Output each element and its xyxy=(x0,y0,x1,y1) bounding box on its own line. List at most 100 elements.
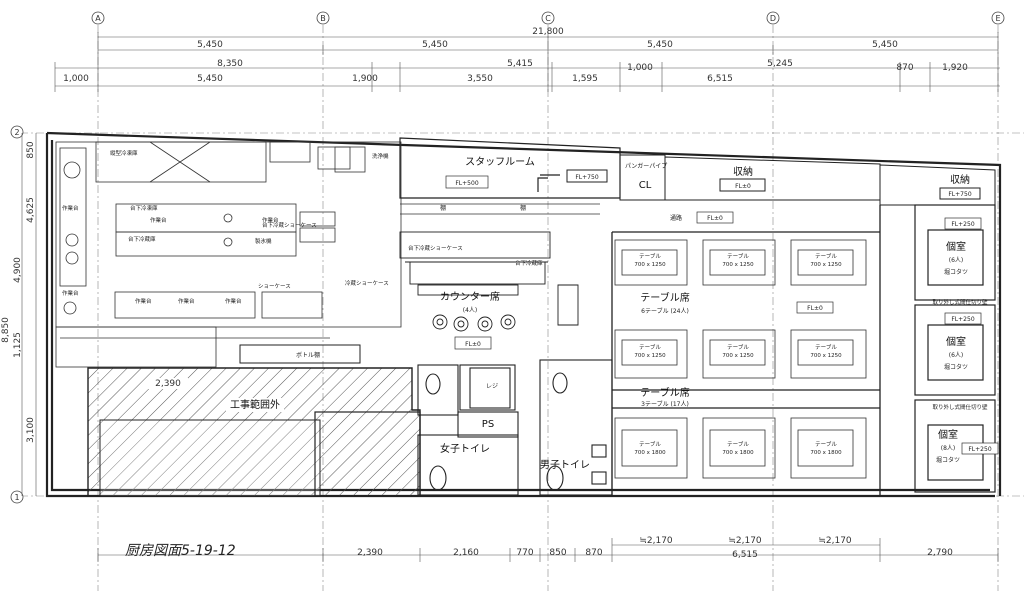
passage-label: 通路 xyxy=(670,214,682,222)
kitchen-item: 冷蔵ショーケース xyxy=(345,279,389,287)
kitchen-item: 作業台 xyxy=(225,297,242,305)
private-rooms xyxy=(914,204,996,493)
left-dimensions xyxy=(21,133,37,496)
private-3-fl: FL+250 xyxy=(968,446,991,453)
kitchen-labels: 縦型冷凍庫 作業台 台下冷凍庫 作業台 台下冷蔵庫 作業台 製氷機 台下冷蔵ショ… xyxy=(62,149,543,305)
table-label: テーブル xyxy=(815,440,837,448)
partition-1: 取り外し式間仕切り壁 xyxy=(932,298,988,306)
private-2-fl: FL+250 xyxy=(951,316,974,323)
tables-row-2 xyxy=(614,329,867,379)
pipe-label: パンガーパイプ xyxy=(625,162,667,170)
grid-label-e: E xyxy=(995,14,1000,23)
table-size: 700 x 1800 xyxy=(634,450,666,456)
counter xyxy=(399,231,579,326)
dim-label: 5,450 xyxy=(197,74,223,84)
kitchen-item: 作業台 xyxy=(62,204,79,212)
dim-label: 5,450 xyxy=(872,40,898,50)
table-label: テーブル xyxy=(727,440,749,448)
shelf-label-2: 棚 xyxy=(520,204,526,212)
dim-label: 870 xyxy=(585,548,602,558)
table-size: 700 x 1250 xyxy=(810,353,842,359)
storage-2-fl: FL+750 xyxy=(948,191,971,198)
dim-label: ≒2,170 xyxy=(818,536,852,546)
staff-room-fl: FL+500 xyxy=(455,180,478,187)
passage-fl: FL±0 xyxy=(707,215,723,222)
men-toilet-label: 男子トイレ xyxy=(540,459,590,471)
dim-label: 8,850 xyxy=(1,317,11,343)
table-area-3-label: テーブル席 xyxy=(640,386,689,399)
dim-total: 21,800 xyxy=(532,27,564,37)
bottom-dimension-labels: 2,390 2,160 770 850 870 ≒2,170 ≒2,170 ≒2… xyxy=(357,536,953,560)
table-area-3-sub: 3テーブル (17人) xyxy=(641,400,689,408)
grid-lines xyxy=(20,25,1024,591)
counter-label: カウンター席 xyxy=(440,290,500,303)
top-dimension-labels: 21,800 5,450 5,450 5,450 5,450 8,350 5,4… xyxy=(63,27,968,84)
private-3-cap: (8人) xyxy=(941,445,956,452)
register-label: レジ xyxy=(486,383,498,390)
toilets xyxy=(417,359,613,496)
table-size: 700 x 1250 xyxy=(634,262,666,268)
table-area-6-label: テーブル席 xyxy=(640,291,689,304)
shelf-label: 棚 xyxy=(440,204,446,212)
private-2-sub: 堀コタツ xyxy=(944,363,968,371)
dim-label: 3,100 xyxy=(26,417,36,443)
dim-label: 1,000 xyxy=(63,74,89,84)
dim-label: 1,900 xyxy=(352,74,378,84)
women-toilet-label: 女子トイレ xyxy=(440,442,490,455)
table-size: 700 x 1250 xyxy=(722,353,754,359)
dim-label: 5,245 xyxy=(767,59,793,69)
grid-label-c: C xyxy=(545,14,551,23)
dim-label: 8,350 xyxy=(217,59,243,69)
dim-label: 5,450 xyxy=(197,40,223,50)
private-3-sub: 堀コタツ xyxy=(936,456,960,464)
kitchen-item: 作業台 xyxy=(178,297,195,305)
ps-label: PS xyxy=(482,419,494,430)
dim-label: 5,415 xyxy=(507,59,533,69)
dim-label: 4,900 xyxy=(13,257,23,283)
dim-label: 3,550 xyxy=(467,74,493,84)
table-size: 700 x 1250 xyxy=(634,353,666,359)
dim-label: 2,390 xyxy=(155,379,181,389)
kitchen-item: 台下冷凍庫 xyxy=(130,204,158,212)
kitchen-item: 縦型冷凍庫 xyxy=(110,149,138,157)
partition-2: 取り外し式間仕切り壁 xyxy=(932,403,988,411)
construction-label: 工事範囲外 xyxy=(230,398,280,411)
counter-cap: (4人) xyxy=(463,307,478,314)
storage-2-label: 収納 xyxy=(950,173,970,186)
dim-label: 850 xyxy=(549,548,566,558)
grid-label-1: 1 xyxy=(14,493,19,502)
table-label: テーブル xyxy=(639,343,661,351)
kitchen-item: 台下冷蔵庫 xyxy=(128,235,156,243)
grid-label-a: A xyxy=(95,14,101,23)
dim-label: 1,920 xyxy=(942,63,968,73)
dim-label: 1,125 xyxy=(13,332,23,358)
kitchen-item: 台下冷蔵ショーケース xyxy=(262,221,317,229)
table-label: テーブル xyxy=(639,252,661,260)
dim-label: ≒2,170 xyxy=(639,536,673,546)
kitchen-item: 台下冷蔵庫 xyxy=(515,259,543,267)
private-2-cap: (6人) xyxy=(949,352,964,359)
dim-label: 850 xyxy=(26,141,36,158)
table-size: 700 x 1250 xyxy=(722,262,754,268)
table-label: テーブル xyxy=(727,343,749,351)
kitchen-item: 作業台 xyxy=(62,289,79,297)
kitchen-item: 作業台 xyxy=(150,216,167,224)
tables-row-1 xyxy=(614,239,867,286)
outer-walls xyxy=(45,131,1002,498)
kitchen-item: 作業台 xyxy=(262,216,279,224)
kitchen-item: 洗浄機 xyxy=(372,152,389,160)
dim-label: 1,000 xyxy=(627,63,653,73)
storage-1 xyxy=(664,156,881,201)
private-1-cap: (6人) xyxy=(949,257,964,264)
table-label: テーブル xyxy=(815,343,837,351)
dim-label: 5,450 xyxy=(647,40,673,50)
private-1-sub: 堀コタツ xyxy=(944,268,968,276)
counter-stools xyxy=(432,314,516,332)
private-1-label: 個室 xyxy=(946,240,966,253)
construction-area: 工事範囲外 2,390 xyxy=(87,367,421,497)
cl-label: CL xyxy=(639,180,652,191)
counter-fl: FL±0 xyxy=(465,341,481,348)
bottle-shelf-label: ボトル棚 xyxy=(296,351,320,359)
dim-label: ≒2,170 xyxy=(728,536,762,546)
